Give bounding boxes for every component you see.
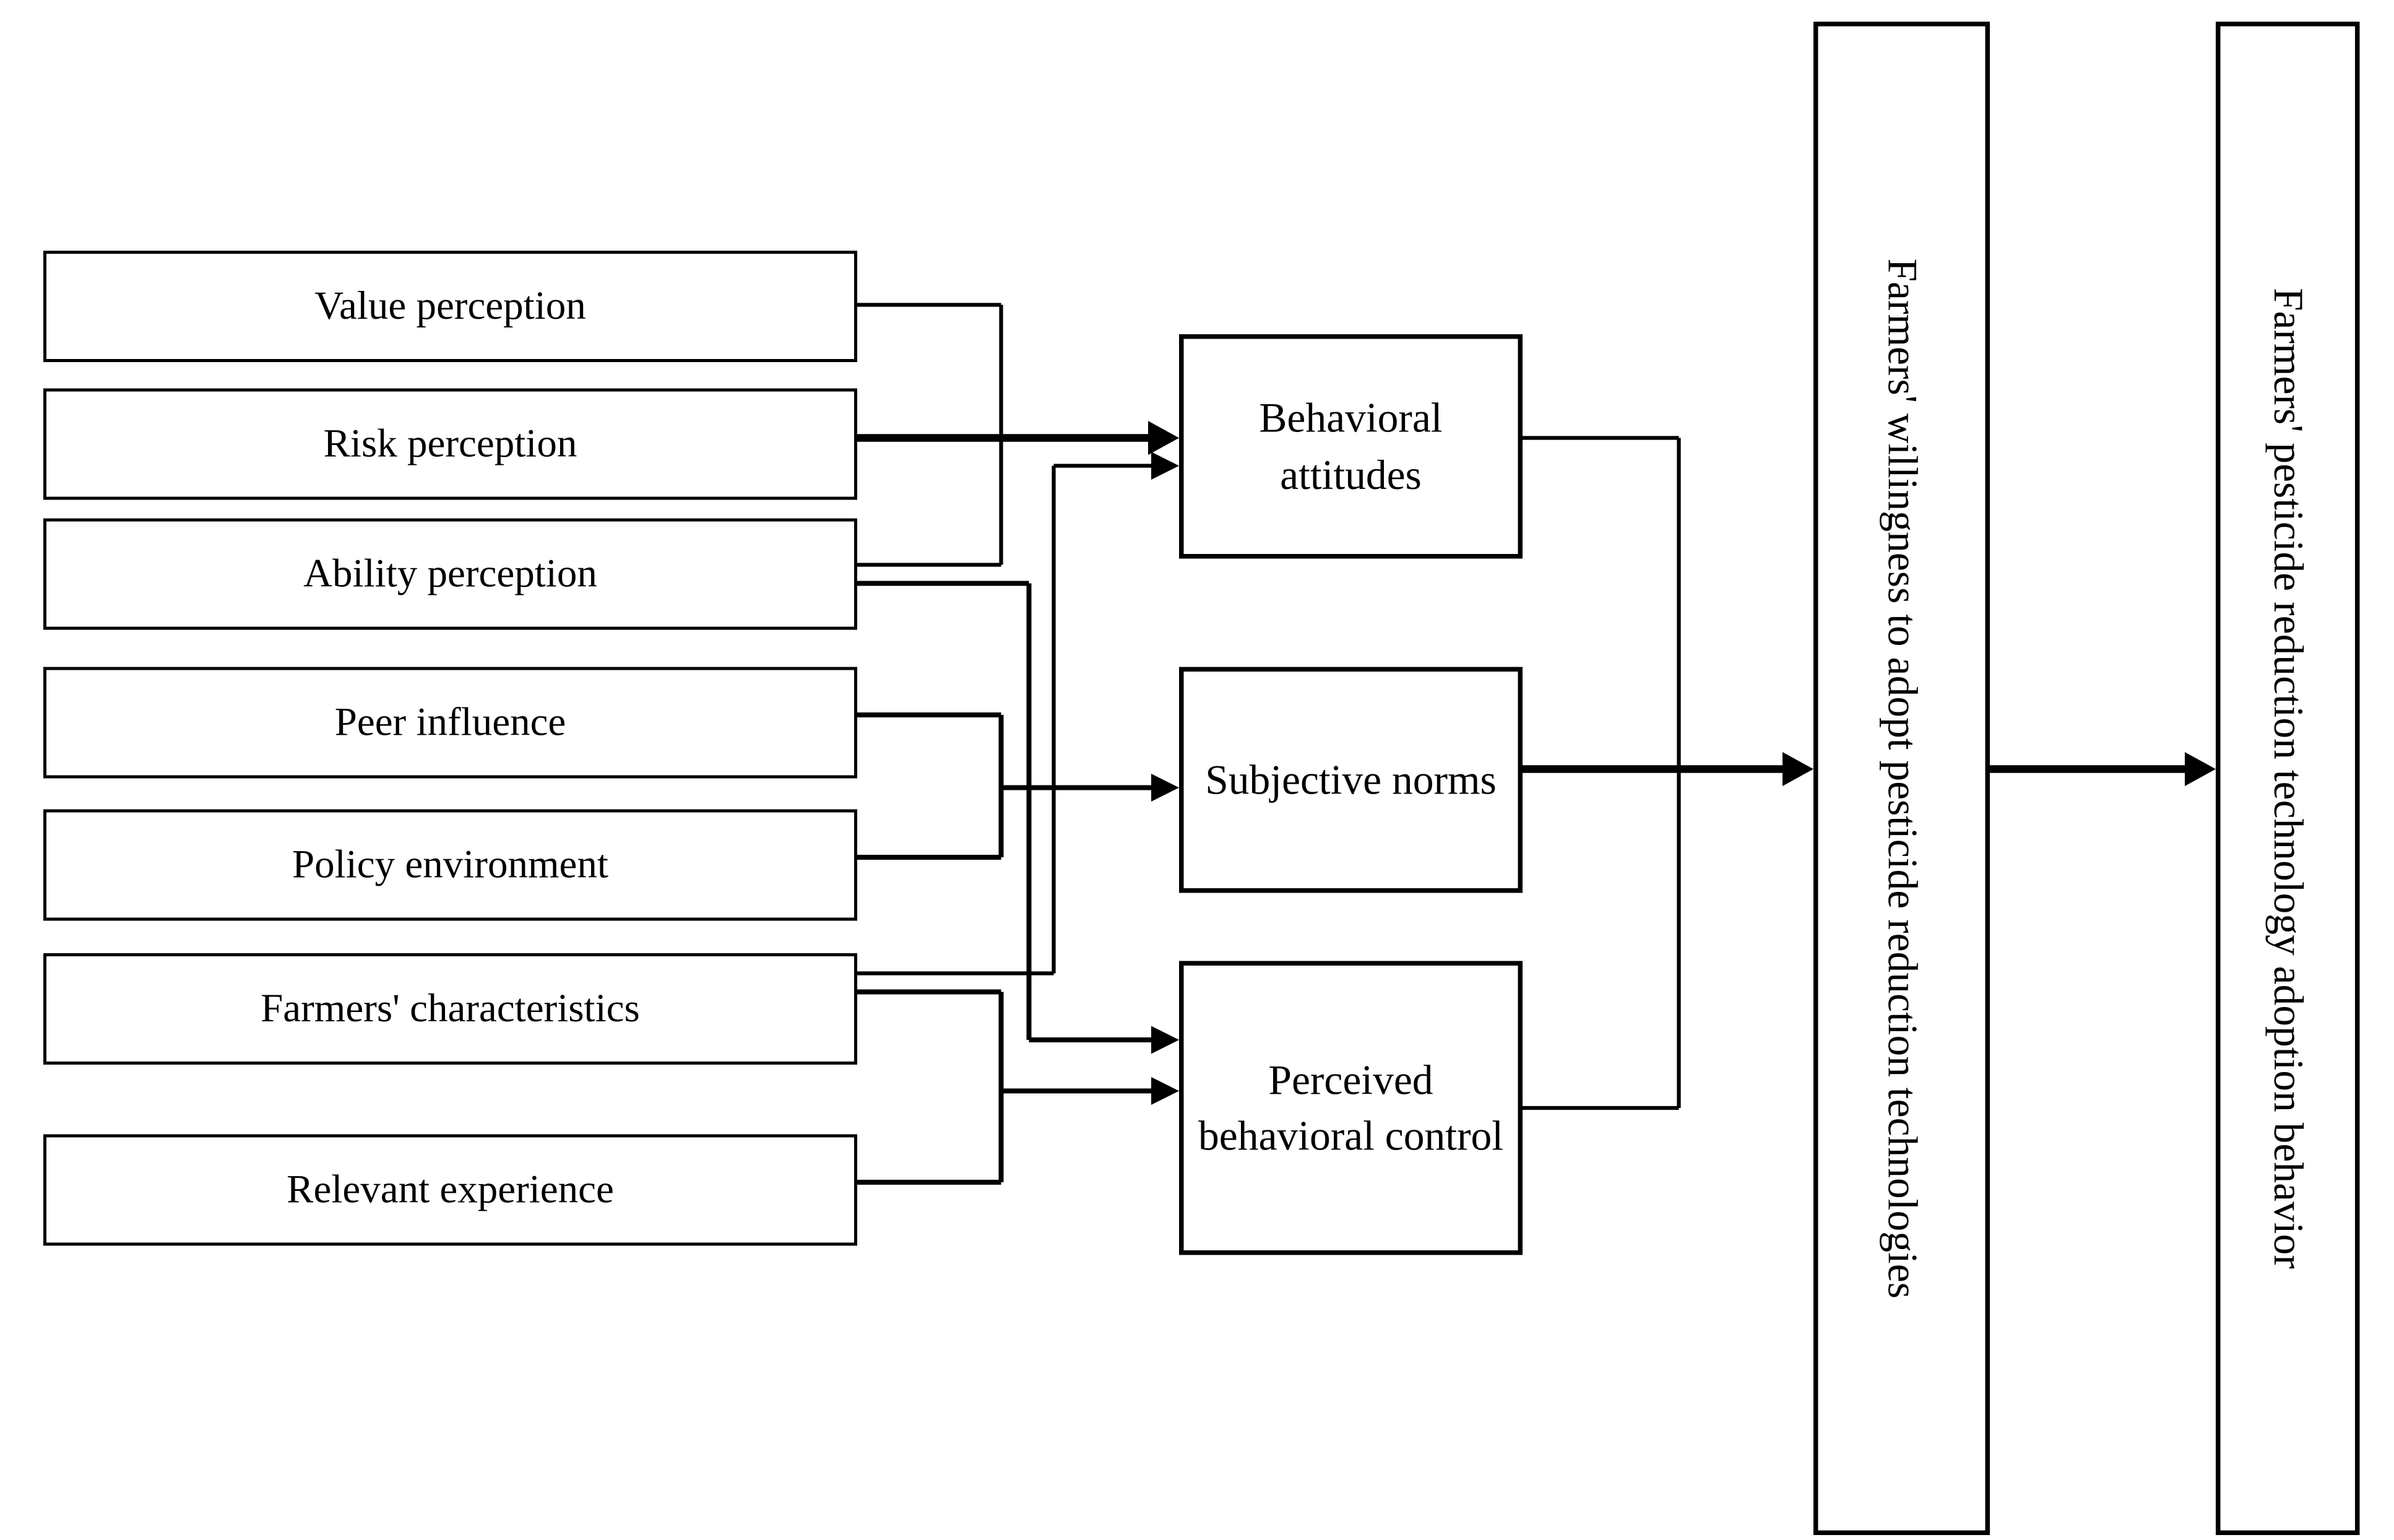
- box-behavioral-attitudes-label: Behavioral attitudes: [1259, 394, 1443, 498]
- box-policy-environment-label: Policy environment: [292, 842, 608, 887]
- arrowhead-behavioral-attitudes-2: [1151, 452, 1179, 480]
- connector-ability-to-perceived-behavioral-control: [857, 581, 1179, 1054]
- box-willingness-to-adopt: Farmers' willingness to adopt pesticide …: [1813, 22, 1990, 1535]
- arrowhead-perceived-behavioral-control-2: [1151, 1077, 1179, 1105]
- connector-willingness-to-behavior: [1990, 752, 2216, 786]
- arrowhead-subjective-norms: [1151, 774, 1179, 802]
- box-perceived-behavioral-control-label: Perceived behavioral control: [1198, 1056, 1503, 1159]
- arrowhead-behavioral-attitudes-1: [1148, 421, 1179, 455]
- box-relevant-experience-label: Relevant experience: [287, 1167, 614, 1212]
- box-subjective-norms-label: Subjective norms: [1205, 756, 1497, 803]
- connector-mediators-to-willingness: [1523, 752, 1813, 786]
- box-farmers-characteristics-label: Farmers' characteristics: [261, 985, 640, 1031]
- arrowhead-perceived-behavioral-control-1: [1151, 1026, 1179, 1054]
- box-farmers-characteristics: Farmers' characteristics: [43, 953, 857, 1065]
- box-policy-environment: Policy environment: [43, 809, 857, 921]
- arrowhead-adoption-behavior: [2185, 752, 2216, 786]
- box-behavioral-attitudes: Behavioral attitudes: [1179, 334, 1523, 559]
- box-adoption-behavior-label: Farmers' pesticide reduction technology …: [2265, 288, 2312, 1269]
- box-relevant-experience: Relevant experience: [43, 1134, 857, 1246]
- box-subjective-norms: Subjective norms: [1179, 667, 1523, 893]
- box-ability-perception: Ability perception: [43, 518, 857, 630]
- box-ability-perception-label: Ability perception: [303, 551, 597, 596]
- box-willingness-to-adopt-label: Farmers' willingness to adopt pesticide …: [1879, 258, 1926, 1299]
- connector-peer-policy-to-subjective-norms: [857, 712, 1179, 860]
- box-value-perception: Value perception: [43, 251, 857, 362]
- box-peer-influence-label: Peer influence: [334, 699, 566, 745]
- arrowhead-willingness: [1783, 752, 1813, 786]
- box-adoption-behavior: Farmers' pesticide reduction technology …: [2216, 22, 2360, 1535]
- connector-characteristics-experience-to-perceived-behavioral-control: [857, 989, 1179, 1185]
- connector-farmers-characteristics-to-behavioral-attitudes: [857, 452, 1179, 975]
- box-peer-influence: Peer influence: [43, 667, 857, 779]
- box-risk-perception-label: Risk perception: [323, 421, 577, 466]
- box-risk-perception: Risk perception: [43, 388, 857, 500]
- connector-risk-to-behavioral-attitudes: [857, 421, 1179, 455]
- box-perceived-behavioral-control: Perceived behavioral control: [1179, 961, 1523, 1255]
- box-value-perception-label: Value perception: [314, 283, 586, 329]
